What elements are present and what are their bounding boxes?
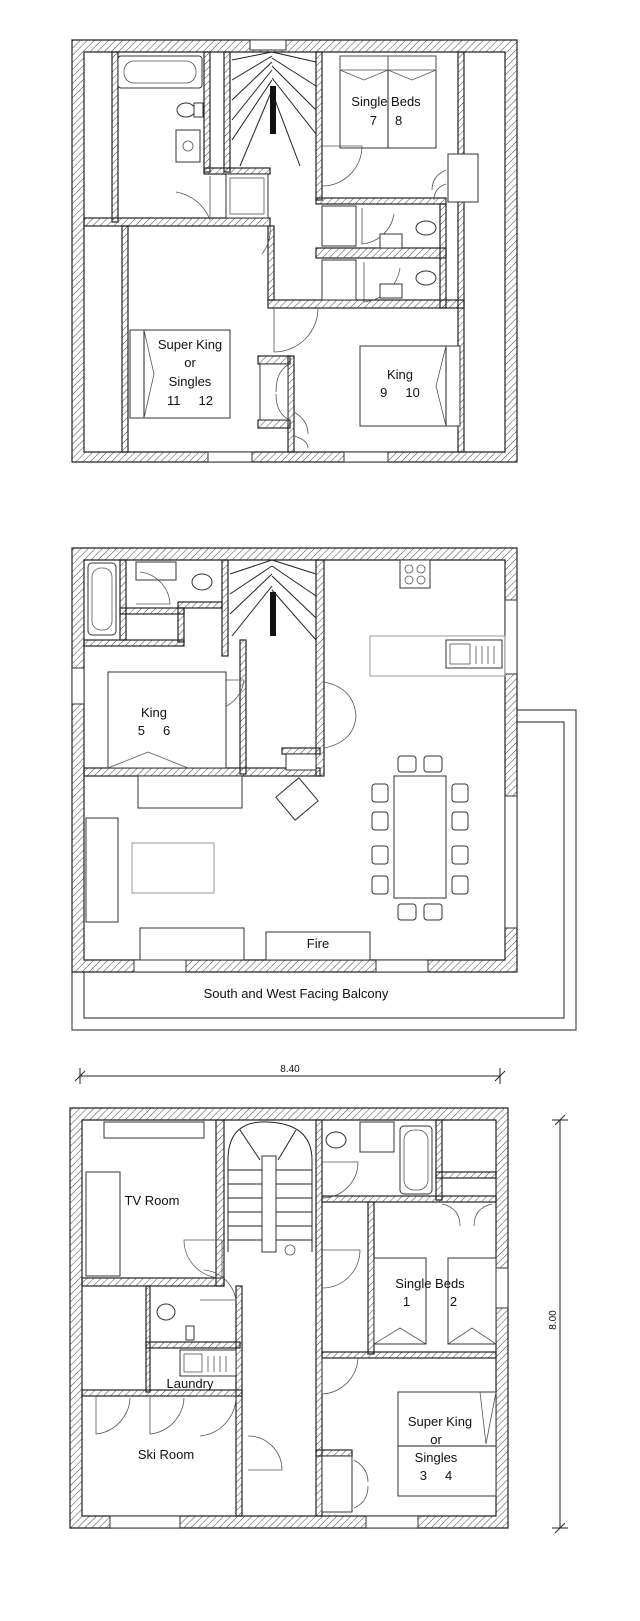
top-door-bedroom-1112 [230,225,271,255]
top-super-king-bed [129,329,231,419]
top-shower [225,173,269,219]
mid-window-south-1 [133,959,187,973]
top-window-south-2 [343,451,389,463]
mid-window-south-2 [375,959,429,973]
mid-sofa-bottom [139,927,245,961]
mid-sofa-top [137,775,243,809]
mid-bathtub [87,562,117,636]
ground-ski-room-label: Ski Room [138,1447,194,1462]
mid-window-east-2 [504,795,518,929]
balcony-inner [83,721,565,1019]
ground-single-bed-2 [447,1257,497,1345]
top-single-beds-label: Single Beds [351,94,421,109]
ground-door-bathroom [321,1161,359,1199]
mid-fireplace [265,931,371,961]
top-floor-plan: Single Beds 7 8 Super King or Singles 11… [71,39,518,463]
mid-basin [135,561,177,581]
top-door-bathroom [175,176,211,221]
ground-floor-outer-wall [69,1107,509,1529]
ground-tv-sofa [85,1171,121,1277]
ground-bathtub [399,1125,433,1195]
ground-window-south-1 [109,1515,181,1529]
top-king-numbers: 9 10 [380,385,420,400]
top-toilet [176,102,196,118]
mid-staircase [229,559,317,641]
middle-floor-plan: South and West Facing Balcony [71,547,577,1031]
mid-king-label: King [141,705,167,720]
balcony-label: South and West Facing Balcony [204,986,389,1001]
ground-window-east [495,1267,509,1309]
ground-toilet [325,1131,347,1149]
top-staircase [231,51,317,167]
middle-floor-outer-wall [71,547,518,973]
ground-wardrobe [321,1455,353,1513]
balcony-outline [71,709,577,1031]
mid-kitchen-sink [445,639,503,669]
ground-door-tv-room [183,1239,223,1279]
ground-tv-unit [103,1121,205,1139]
ground-tv-room-label: TV Room [125,1193,180,1208]
mid-toilet [191,573,213,591]
ground-window-south-2 [365,1515,419,1529]
top-window-south-1 [207,451,253,463]
top-basin [175,129,201,163]
top-bathtub [117,55,203,89]
top-king-label: King [387,367,413,382]
ground-laundry-label: Laundry [167,1376,214,1391]
mid-sofa-left [85,817,119,923]
ground-staircase [227,1121,313,1256]
top-king-bed [359,345,461,427]
mid-window-east-1 [504,599,518,675]
top-single-beds-numbers: 7 8 [370,113,403,128]
ground-floor-plan: TV Room [69,1107,509,1529]
mid-kitchen-island [369,635,506,677]
top-floor-outer-wall [71,39,518,463]
mid-king-numbers: 5 6 [138,723,171,738]
ground-single-bed-1 [373,1257,427,1345]
top-super-king-line2: or [184,355,196,370]
ground-laundry-toilet [156,1303,176,1321]
mid-coffee-table [131,842,215,894]
top-super-king-numbers: 11 12 [167,393,213,408]
dimension-width: 8.40 [74,1064,506,1084]
dimension-depth: 8.00 [548,1114,568,1534]
dimension-width-label: 8.40 [280,1064,300,1075]
mid-fire-label: Fire [307,936,329,951]
ground-super-king-line2: or [430,1432,442,1447]
ground-door-bedroom-12 [321,1249,361,1289]
top-super-king-line3: Singles [169,374,212,389]
ground-single-beds-label: Single Beds [395,1276,465,1291]
ground-super-king-line1: Super King [408,1414,472,1429]
mid-door-bathroom [136,571,171,605]
top-internal-walls [83,51,465,453]
mid-armchair [275,777,319,821]
ground-single-beds-numbers: 1 2 [403,1294,457,1309]
mid-window-west [71,667,85,705]
mid-dining-table [393,775,447,899]
top-door-bedroom-910 [273,307,319,353]
top-door-bedroom-78 [321,145,363,187]
mid-hob [399,559,431,589]
top-wardrobe [447,153,479,203]
mid-dining-chairs [371,755,469,921]
ground-super-king-bed [397,1391,497,1497]
mid-king-bed [107,671,227,769]
ground-super-king-line3: Singles [415,1450,458,1465]
ground-internal-walls [81,1119,497,1517]
dimension-depth-label: 8.00 [548,1310,559,1330]
mid-door-kitchen [323,681,357,749]
ground-super-king-numbers: 3 4 [420,1468,453,1483]
top-window-north [249,39,287,51]
ground-basin [359,1121,395,1153]
top-super-king-line1: Super King [158,337,222,352]
